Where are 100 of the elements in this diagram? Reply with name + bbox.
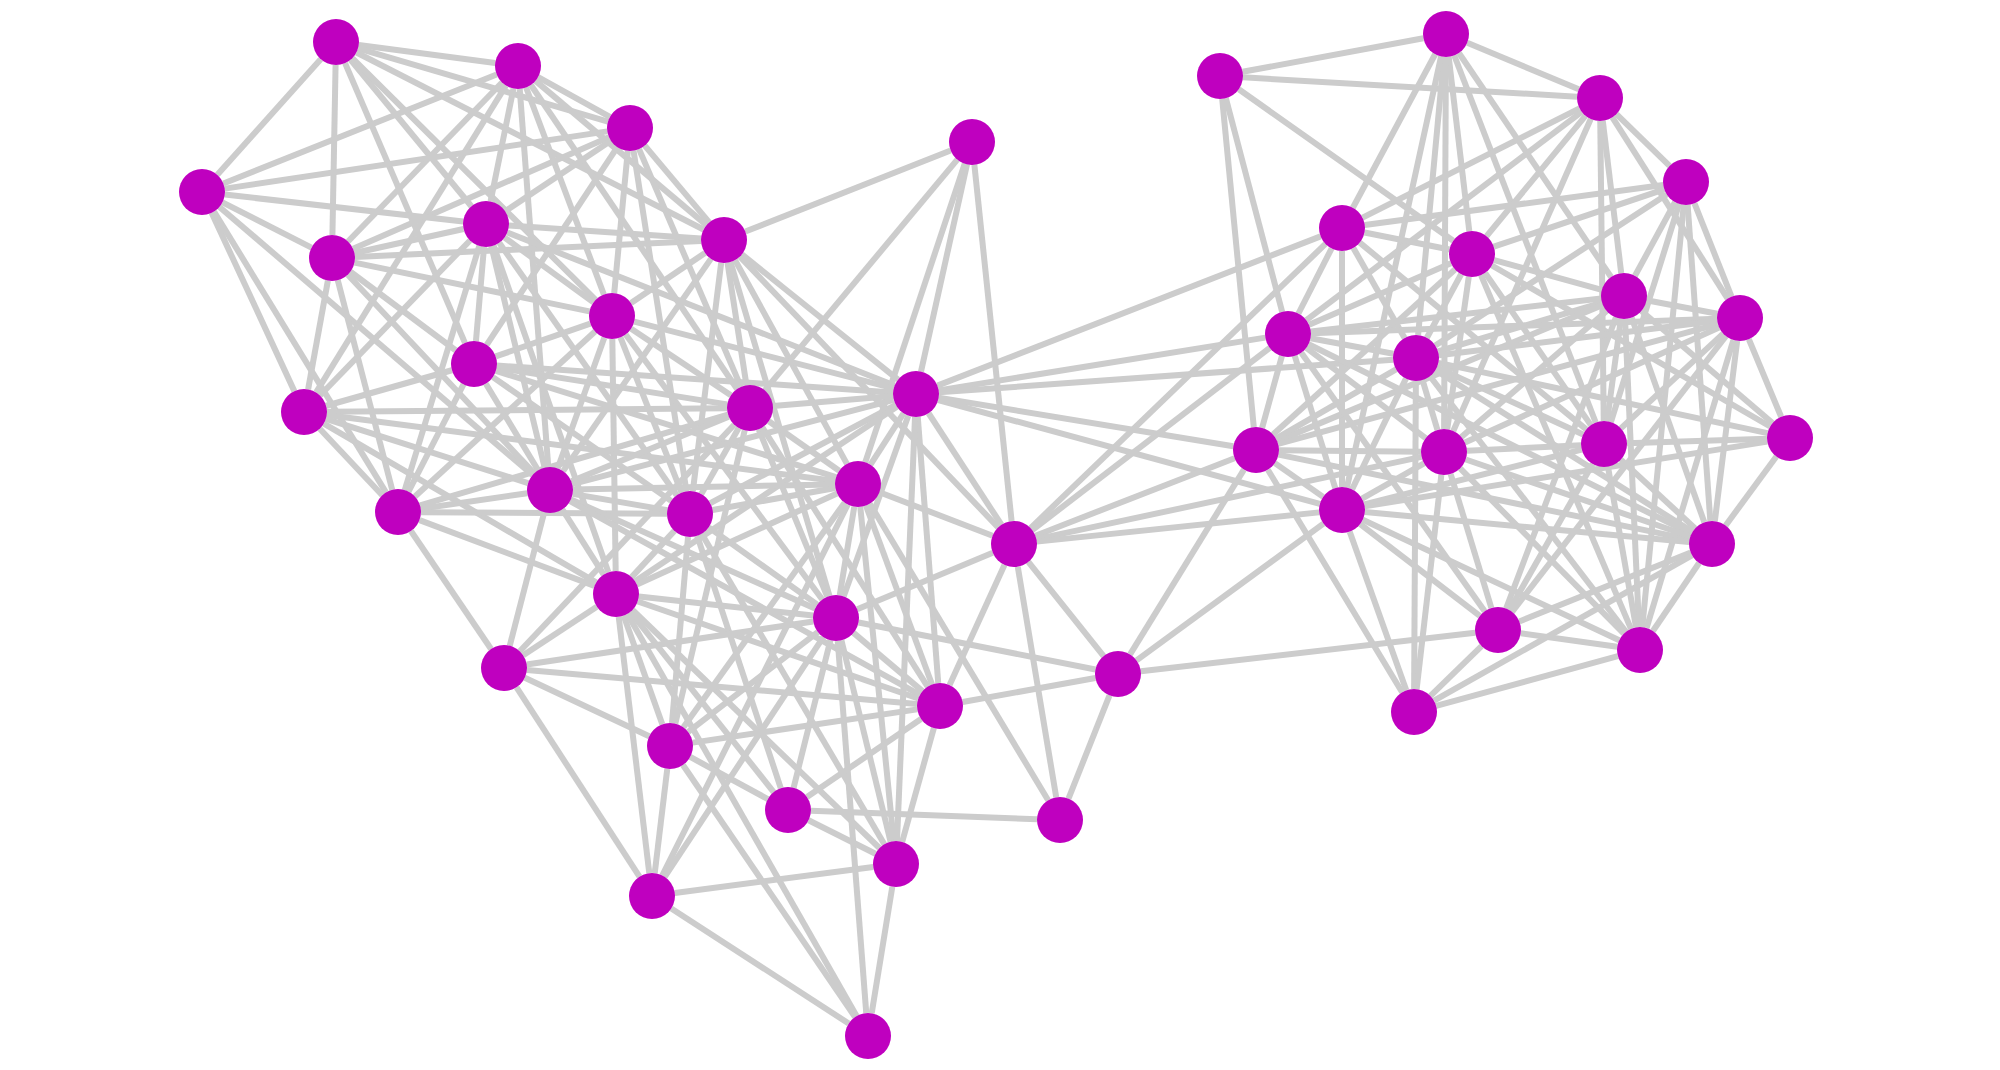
- network-edge: [1259, 355, 1285, 429]
- network-edge: [740, 252, 900, 382]
- network-edge: [633, 404, 899, 584]
- network-edge: [342, 61, 468, 345]
- network-edge: [727, 261, 833, 597]
- network-edge: [1364, 438, 1768, 510]
- network-edge: [1304, 345, 1428, 441]
- network-edge: [1650, 561, 1702, 633]
- network-edge: [1339, 251, 1345, 487]
- network-edge: [1451, 54, 1599, 424]
- network-edge: [419, 411, 729, 509]
- network-edge: [1435, 364, 1585, 438]
- network-edge: [1444, 276, 1472, 430]
- network-edge: [1357, 240, 1589, 432]
- network-node: [1037, 797, 1083, 843]
- network-edge: [1599, 120, 1625, 274]
- network-edge: [1140, 629, 1476, 675]
- network-edge: [494, 320, 592, 360]
- network-edge: [694, 534, 784, 790]
- network-edge: [688, 754, 770, 802]
- network-edge: [1424, 272, 1464, 340]
- network-edge: [692, 706, 918, 746]
- network-edge: [1463, 324, 1721, 446]
- network-edge: [1493, 257, 1603, 293]
- network-edge: [508, 222, 702, 242]
- network-edge: [894, 416, 918, 842]
- network-edge: [355, 49, 705, 233]
- network-edge: [732, 258, 850, 466]
- network-edge: [326, 405, 728, 415]
- network-edge: [1277, 451, 1691, 543]
- network-edge: [680, 500, 848, 730]
- network-node: [593, 571, 639, 617]
- network-edge: [918, 163, 970, 373]
- network-node: [1421, 429, 1467, 475]
- network-node: [1767, 415, 1813, 461]
- network-edge: [572, 481, 836, 493]
- network-edge: [353, 259, 591, 315]
- network-edge: [488, 245, 548, 469]
- network-node: [1601, 273, 1647, 319]
- network-node: [1095, 651, 1141, 697]
- network-node: [1265, 311, 1311, 357]
- network-edge: [1506, 462, 1596, 612]
- network-edge: [1134, 521, 1326, 663]
- network-edge: [1711, 340, 1741, 522]
- network-edge: [514, 685, 642, 879]
- network-edge: [629, 326, 733, 398]
- network-edge: [1723, 454, 1779, 528]
- network-edge: [325, 367, 453, 409]
- network-edge: [487, 87, 517, 203]
- network-edge: [222, 71, 498, 187]
- network-node: [309, 235, 355, 281]
- network-edge: [1363, 446, 1583, 508]
- network-edge: [1604, 318, 1624, 422]
- network-edge: [1291, 355, 1339, 489]
- network-edge: [317, 238, 473, 398]
- network-node: [667, 491, 713, 537]
- network-edge: [1361, 105, 1581, 221]
- network-edge: [1219, 98, 1257, 428]
- network-edge: [506, 229, 896, 389]
- network-edge: [1350, 246, 1408, 340]
- network-edge: [1265, 468, 1405, 694]
- network-edge: [762, 157, 960, 393]
- network-edge: [1441, 57, 1449, 429]
- network-edge: [221, 199, 313, 251]
- network-edge: [418, 517, 596, 589]
- network-edge: [662, 635, 826, 879]
- network-node: [1577, 75, 1623, 121]
- network-edge: [1509, 334, 1729, 614]
- network-edge: [358, 42, 496, 66]
- network-node: [451, 341, 497, 387]
- network-edge: [325, 416, 529, 486]
- network-edge: [1643, 339, 1737, 629]
- network-edge: [615, 616, 653, 874]
- network-edge: [526, 667, 918, 707]
- network-node: [765, 787, 811, 833]
- network-edge: [1310, 315, 1718, 337]
- network-edge: [215, 57, 323, 177]
- network-edge: [1277, 321, 1719, 447]
- network-node: [1449, 231, 1495, 277]
- network-edge: [1222, 97, 1286, 313]
- network-edge: [1360, 460, 1426, 502]
- network-edge: [651, 768, 671, 874]
- network-edge: [490, 244, 612, 574]
- network-edge: [496, 364, 728, 408]
- network-edge: [672, 429, 748, 725]
- network-edge: [495, 368, 837, 480]
- network-edge: [838, 639, 894, 843]
- network-edge: [938, 394, 1234, 450]
- network-node: [917, 683, 963, 729]
- network-edge: [357, 45, 609, 125]
- network-edge: [878, 489, 994, 539]
- network-edge: [623, 332, 825, 602]
- network-node: [281, 389, 327, 435]
- network-edge: [1433, 192, 1669, 348]
- network-edge: [1065, 694, 1113, 800]
- network-edge: [526, 618, 814, 668]
- network-edge: [1242, 74, 1578, 100]
- network-edge: [1278, 447, 1422, 455]
- network-edge: [862, 162, 968, 464]
- network-node: [1319, 487, 1365, 533]
